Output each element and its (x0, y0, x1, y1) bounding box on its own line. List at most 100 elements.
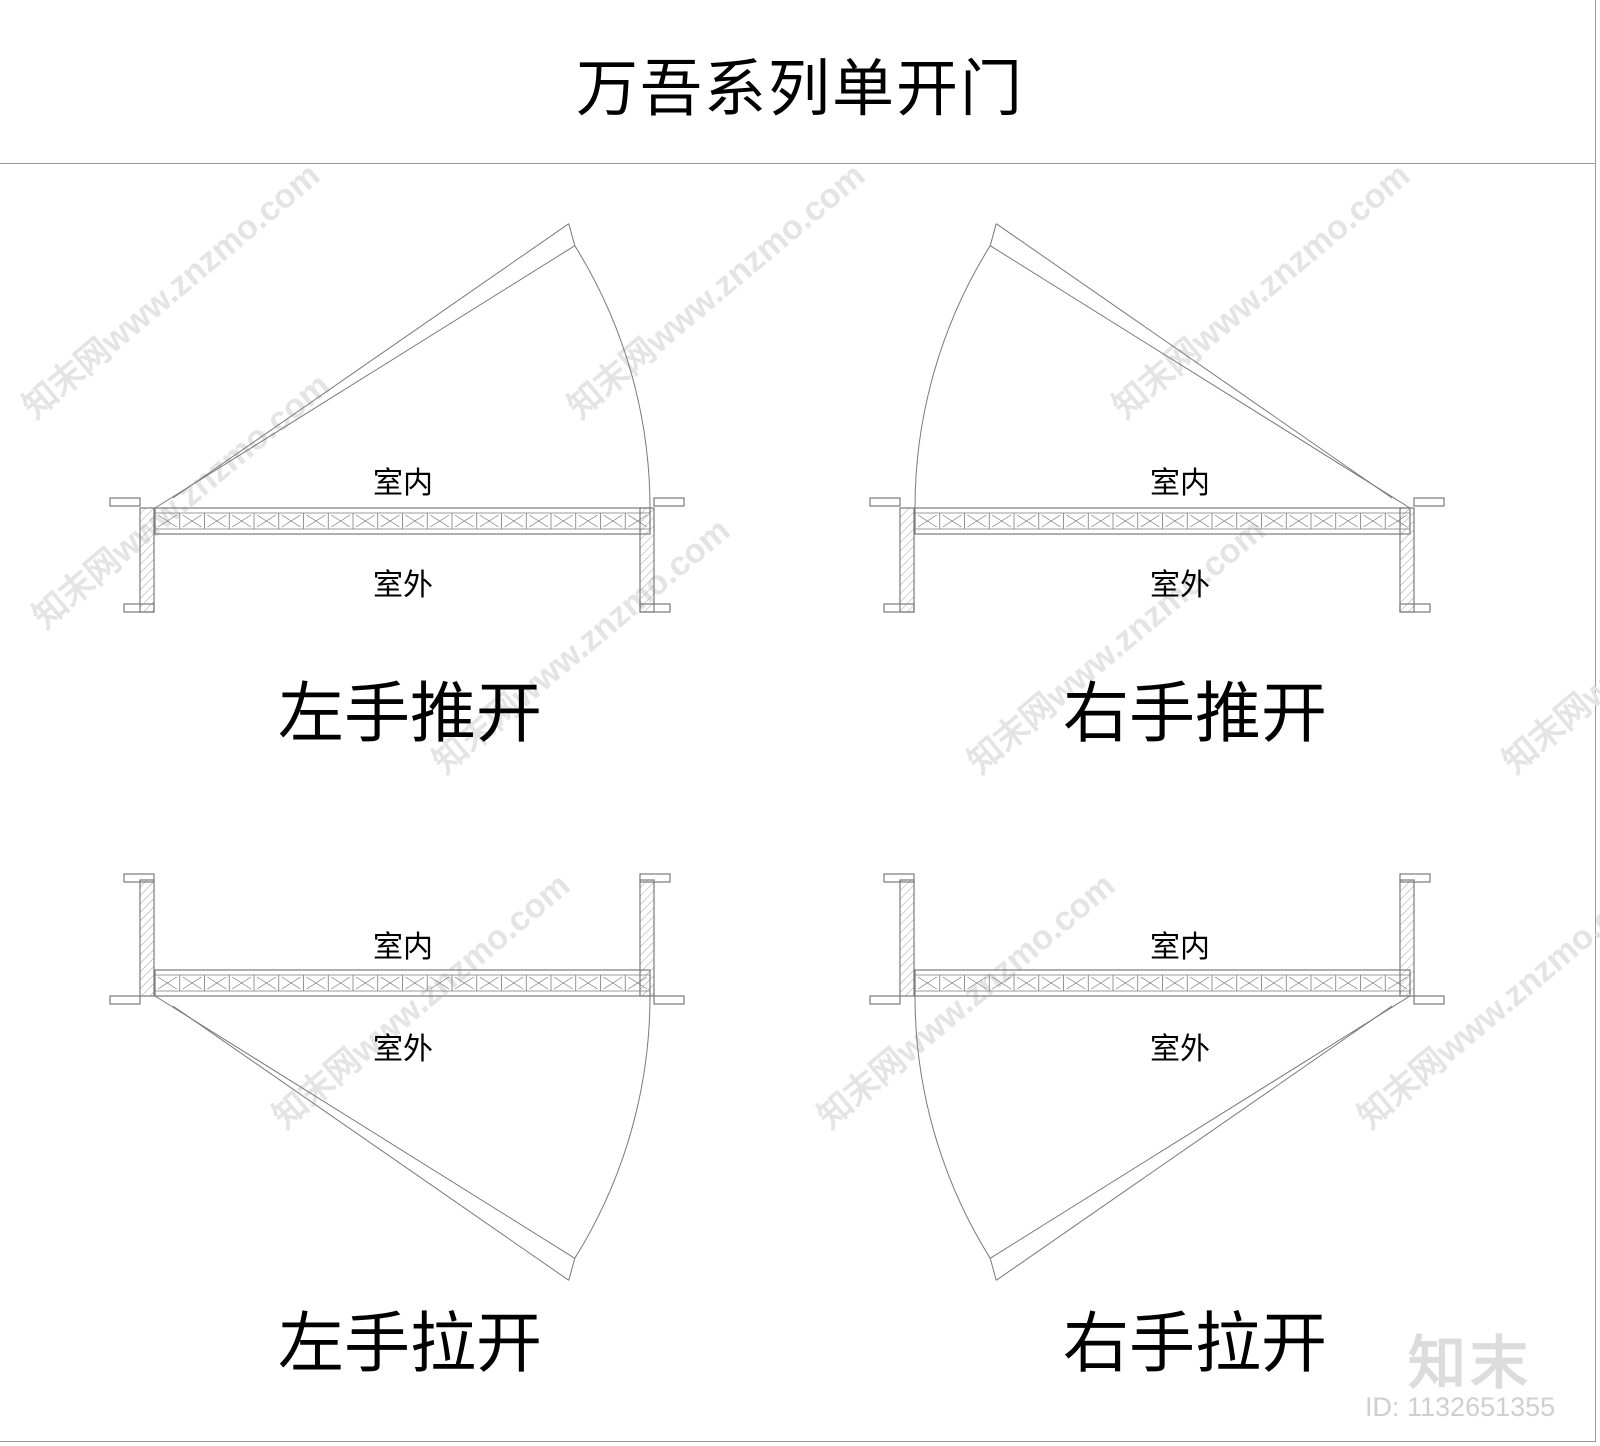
door-core-brace (553, 976, 573, 990)
open-leaf-edge (995, 1005, 1393, 1281)
door-core-brace (967, 514, 987, 528)
door-jamb (139, 879, 155, 997)
door-core-brace (578, 514, 598, 528)
door-jamb (1399, 879, 1415, 997)
door-jamb (139, 507, 155, 613)
door-core-brace (454, 976, 474, 990)
open-leaf-end (989, 1258, 997, 1281)
door-core-brace (504, 976, 524, 990)
door-core-brace (1066, 514, 1086, 528)
door-casing (883, 873, 915, 883)
open-leaf-edge (154, 245, 576, 509)
indoor-label: 室内 (373, 930, 433, 965)
door-core-brace (603, 976, 623, 990)
door-core-brace (232, 514, 252, 528)
door-swing-arc (574, 245, 651, 509)
door-core-brace (1016, 514, 1036, 528)
door-core-brace (553, 514, 573, 528)
door-core-brace (355, 976, 375, 990)
outdoor-label: 室外 (1150, 1032, 1210, 1067)
door-core-brace (1338, 976, 1358, 990)
door-caption-left-pull: 左手拉开 (278, 1305, 542, 1382)
outdoor-label: 室外 (373, 568, 433, 603)
door-core-brace (1264, 514, 1284, 528)
door-core-brace (182, 514, 202, 528)
door-stop-lip (1413, 497, 1445, 507)
door-stop-lip (109, 497, 141, 507)
door-core-brace (603, 514, 623, 528)
door-stop-lip (653, 497, 685, 507)
door-core-brace (232, 976, 252, 990)
door-jamb (899, 879, 915, 997)
door-stop-lip (1413, 995, 1445, 1005)
door-core-brace (1016, 976, 1036, 990)
door-core-brace (992, 514, 1012, 528)
door-core-brace (628, 514, 648, 528)
door-stop-lip (653, 995, 685, 1005)
door-core-brace (479, 514, 499, 528)
door-core-brace (967, 976, 987, 990)
door-core-brace (529, 514, 549, 528)
door-casing (883, 603, 915, 613)
open-leaf-end (989, 223, 997, 246)
door-core-brace (1313, 976, 1333, 990)
door-core-brace (405, 976, 425, 990)
indoor-label: 室内 (1150, 466, 1210, 501)
door-core-brace (1041, 976, 1061, 990)
door-core-brace (157, 976, 177, 990)
outdoor-label: 室外 (1150, 568, 1210, 603)
image-id-text: ID: 1132651355 (1365, 1392, 1556, 1422)
door-core-brace (355, 514, 375, 528)
door-core-brace (1140, 976, 1160, 990)
door-casing (123, 873, 155, 883)
door-core-brace (281, 514, 301, 528)
door-casing (639, 873, 671, 883)
door-core-brace (1388, 514, 1408, 528)
door-core-brace (504, 514, 524, 528)
door-core-brace (306, 976, 326, 990)
door-core-brace (256, 976, 276, 990)
door-core-brace (1190, 514, 1210, 528)
door-core-brace (281, 976, 301, 990)
door-core-brace (917, 976, 937, 990)
open-leaf-edge (172, 223, 570, 499)
door-core-brace (1363, 976, 1383, 990)
door-core-brace (479, 976, 499, 990)
door-core-brace (454, 514, 474, 528)
door-core-brace (1115, 514, 1135, 528)
open-leaf-edge (172, 1005, 570, 1281)
door-jamb (899, 507, 915, 613)
door-core-brace (207, 976, 227, 990)
open-leaf-edge (995, 223, 1393, 499)
door-core-brace (1066, 976, 1086, 990)
door-core-brace (917, 514, 937, 528)
door-casing (639, 603, 671, 613)
door-core-brace (942, 976, 962, 990)
door-core-brace (380, 976, 400, 990)
door-core-brace (157, 514, 177, 528)
door-core-brace (1363, 514, 1383, 528)
open-leaf-edge (989, 995, 1411, 1259)
door-core-brace (1091, 976, 1111, 990)
door-swing-arc (914, 245, 991, 509)
door-core-brace (1239, 976, 1259, 990)
door-core-brace (430, 514, 450, 528)
door-core-brace (207, 514, 227, 528)
door-core-brace (1388, 976, 1408, 990)
door-core-brace (1091, 514, 1111, 528)
open-leaf-edge (989, 245, 1411, 509)
door-core-brace (1165, 976, 1185, 990)
door-core-brace (1214, 976, 1234, 990)
open-leaf-end (568, 1258, 576, 1281)
door-swing-arc (914, 995, 991, 1259)
door-core-brace (1190, 976, 1210, 990)
door-core-brace (331, 976, 351, 990)
door-core-brace (1041, 514, 1061, 528)
door-caption-right-pull: 右手拉开 (1063, 1305, 1327, 1382)
door-core-brace (628, 976, 648, 990)
title-bar (0, 0, 1595, 164)
door-core-brace (1239, 514, 1259, 528)
door-core-brace (1313, 514, 1333, 528)
door-casing (1399, 603, 1431, 613)
